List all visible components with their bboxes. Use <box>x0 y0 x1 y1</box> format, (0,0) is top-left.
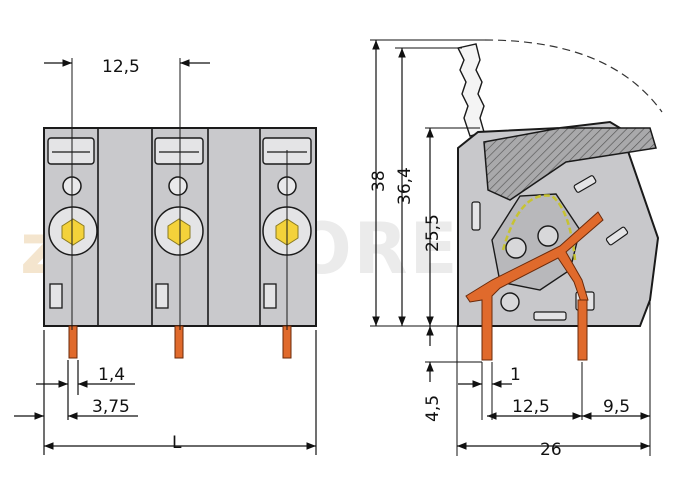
pitch-label: 12,5 <box>102 57 140 77</box>
length-label: L <box>172 433 182 453</box>
pin-width-label: 1,4 <box>98 365 125 385</box>
pin-thickness-label: 1 <box>510 365 521 385</box>
side-view: 38 36,4 25,5 4,5 1 <box>369 39 663 460</box>
side-contact <box>465 211 604 361</box>
side-pin-2 <box>577 299 588 361</box>
front-view: 12,5 1,4 3,75 L <box>14 57 317 455</box>
height-total-label: 38 <box>369 170 389 192</box>
height-2-label: 36,4 <box>395 167 415 205</box>
front-pin-2 <box>174 325 184 359</box>
button-1 <box>61 218 85 246</box>
pin-spacing-label: 12,5 <box>512 397 550 417</box>
front-pin-1 <box>68 325 78 359</box>
edge-offset-label: 9,5 <box>603 397 630 417</box>
front-pin-3 <box>282 325 292 359</box>
height-3-label: 25,5 <box>423 214 443 252</box>
button-2 <box>167 218 191 246</box>
pin-offset-label: 3,75 <box>92 397 130 417</box>
pin-length-label: 4,5 <box>423 395 443 422</box>
depth-label: 26 <box>540 440 562 460</box>
lever-closed <box>483 127 657 201</box>
lever-arc <box>484 39 663 113</box>
lever-open <box>456 43 485 137</box>
